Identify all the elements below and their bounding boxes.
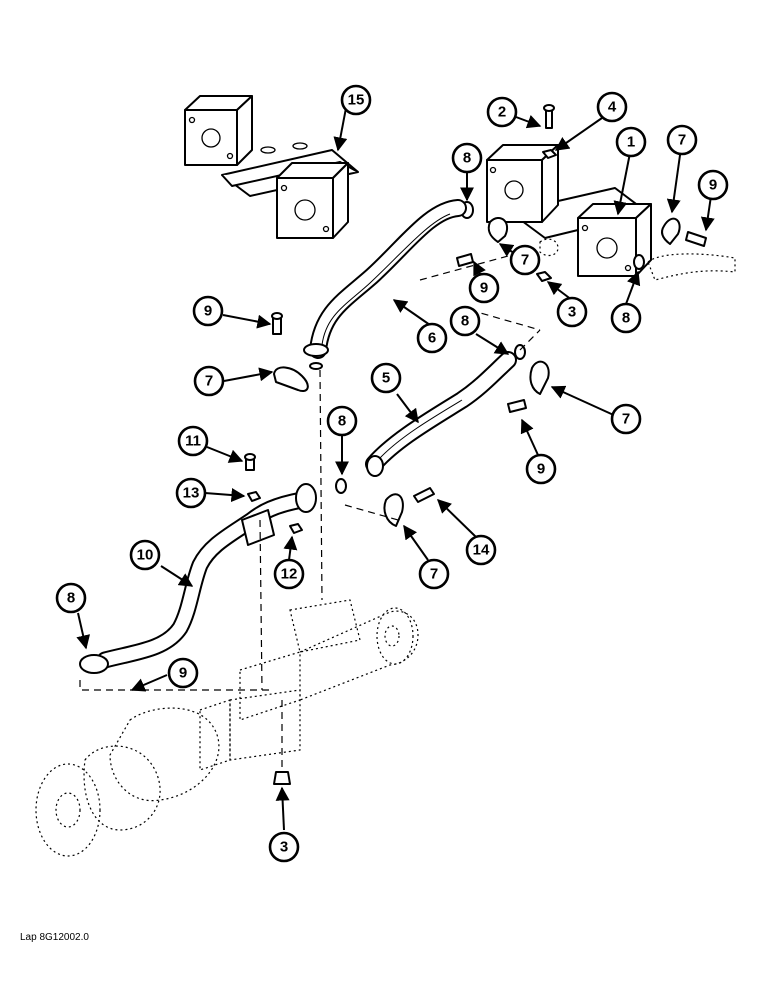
callout-7: 7 bbox=[193, 365, 225, 397]
callout-4: 4 bbox=[596, 91, 628, 123]
svg-text:5: 5 bbox=[382, 370, 390, 387]
callout-7: 7 bbox=[509, 244, 541, 276]
callout-7: 7 bbox=[666, 124, 698, 156]
valve-block-assembly-1 bbox=[486, 144, 652, 277]
callout-3: 3 bbox=[556, 296, 588, 328]
callout-7: 7 bbox=[610, 403, 642, 435]
svg-text:7: 7 bbox=[205, 373, 213, 390]
svg-text:9: 9 bbox=[179, 665, 187, 682]
svg-text:11: 11 bbox=[185, 433, 201, 450]
callout-8: 8 bbox=[451, 142, 483, 174]
svg-text:8: 8 bbox=[461, 313, 469, 330]
svg-text:9: 9 bbox=[480, 280, 488, 297]
svg-text:7: 7 bbox=[521, 252, 529, 269]
svg-text:9: 9 bbox=[204, 303, 212, 320]
tube-10 bbox=[79, 483, 317, 674]
svg-text:6: 6 bbox=[428, 330, 436, 347]
svg-text:3: 3 bbox=[568, 304, 576, 321]
svg-text:10: 10 bbox=[137, 547, 154, 564]
callouts: 15 2 4 1 7 8 9 7 bbox=[55, 84, 729, 863]
callout-2: 2 bbox=[486, 96, 518, 128]
svg-text:8: 8 bbox=[622, 310, 630, 327]
svg-text:8: 8 bbox=[67, 590, 75, 607]
callout-8: 8 bbox=[610, 302, 642, 334]
callout-9: 9 bbox=[697, 169, 729, 201]
hose-hardware bbox=[244, 312, 550, 534]
hydraulic-cylinder-phantom bbox=[35, 599, 419, 857]
callout-8: 8 bbox=[449, 305, 481, 337]
callout-13: 13 bbox=[175, 477, 207, 509]
svg-text:13: 13 bbox=[183, 485, 200, 502]
svg-text:1: 1 bbox=[627, 134, 635, 151]
callout-8: 8 bbox=[55, 582, 87, 614]
svg-text:4: 4 bbox=[608, 99, 617, 116]
svg-text:14: 14 bbox=[473, 542, 490, 559]
svg-text:15: 15 bbox=[348, 92, 365, 109]
callout-10: 10 bbox=[129, 539, 161, 571]
leader-lines bbox=[76, 107, 715, 831]
svg-text:9: 9 bbox=[537, 461, 545, 478]
svg-text:7: 7 bbox=[430, 566, 438, 583]
svg-text:8: 8 bbox=[338, 413, 346, 430]
svg-text:2: 2 bbox=[498, 104, 506, 121]
hose-6 bbox=[303, 199, 467, 370]
callout-1: 1 bbox=[615, 126, 647, 158]
callout-12: 12 bbox=[273, 558, 305, 590]
hardware-part-1 bbox=[456, 104, 707, 282]
callout-9: 9 bbox=[468, 272, 500, 304]
callout-15: 15 bbox=[340, 84, 372, 116]
callout-3: 3 bbox=[268, 831, 300, 863]
svg-text:12: 12 bbox=[281, 566, 298, 583]
hose-5 bbox=[365, 344, 526, 477]
svg-text:8: 8 bbox=[463, 150, 471, 167]
callout-8: 8 bbox=[326, 405, 358, 437]
reference-code: Lap 8G12002.0 bbox=[20, 932, 89, 943]
callout-11: 11 bbox=[177, 425, 209, 457]
callout-6: 6 bbox=[416, 322, 448, 354]
callout-9: 9 bbox=[525, 453, 557, 485]
svg-text:3: 3 bbox=[280, 839, 288, 856]
valve-block-assembly-15 bbox=[184, 95, 359, 239]
callout-14: 14 bbox=[465, 534, 497, 566]
svg-text:7: 7 bbox=[678, 132, 686, 149]
callout-9: 9 bbox=[167, 657, 199, 689]
callout-9: 9 bbox=[192, 295, 224, 327]
callout-5: 5 bbox=[370, 362, 402, 394]
svg-text:7: 7 bbox=[622, 411, 630, 428]
callout-7: 7 bbox=[418, 558, 450, 590]
svg-text:9: 9 bbox=[709, 177, 717, 194]
phantom-hose-fitting bbox=[539, 238, 736, 281]
